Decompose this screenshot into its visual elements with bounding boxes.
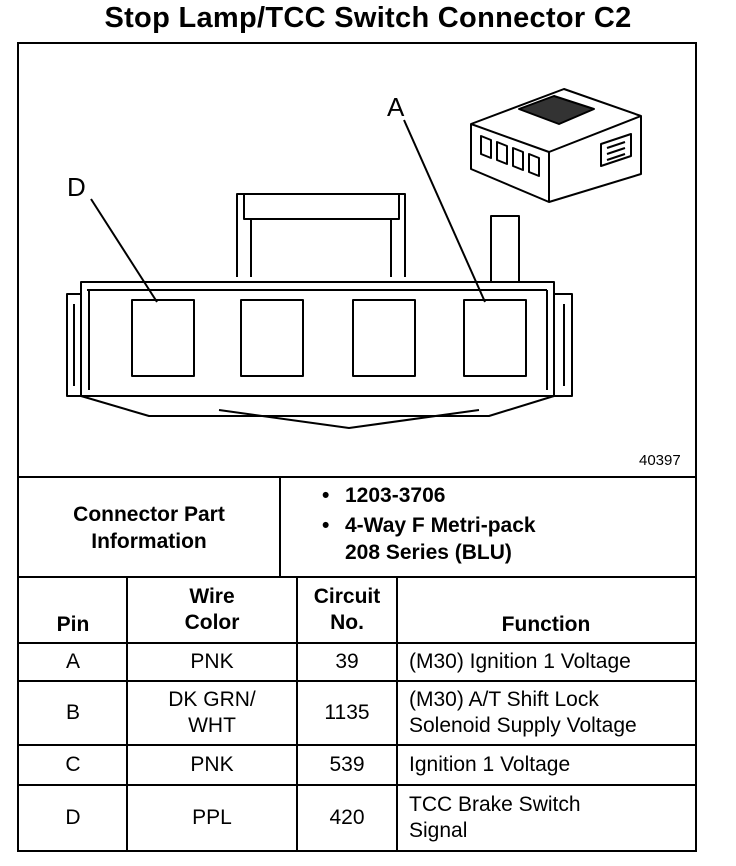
row-b-wire-color-line1: DK GRN/ [168,688,256,711]
divider [19,576,695,578]
connector-info-label-line2: Information [91,530,207,553]
connector-info-label-line1: Connector Part [73,503,225,526]
row-b-pin: B [65,701,80,724]
callout-d-label: D [67,172,86,202]
connector-info-label: Connector Part Information [19,480,279,576]
connector-info-item: • 4-Way F Metri-pack 208 Series (BLU) [319,512,536,566]
connector-series: 208 Series (BLU) [345,541,512,564]
header-circuit-line1: Circuit [313,585,381,608]
row-c-function: Ignition 1 Voltage [409,753,571,776]
row-b-wire-color: DK GRN/ WHT [127,682,297,744]
divider [19,744,695,746]
row-a-function: (M30) Ignition 1 Voltage [409,650,631,673]
row-d-circuit: 420 [329,806,365,829]
connector-frame: D A 40397 Connector Part Information • 1… [17,42,697,852]
header-circuit: Circuit No. [297,578,397,642]
divider [19,476,695,478]
header-wire-color-line2: Color [184,611,240,634]
callout-a-label: A [387,92,405,122]
header-wire-color: Wire Color [127,578,297,642]
divider [396,578,398,850]
row-d-function: TCC Brake Switch Signal [397,786,695,850]
header-circuit-line2: No. [330,611,364,634]
connector-info-item: • 1203-3706 [319,482,536,509]
figure-number: 40397 [639,452,681,469]
row-d-function-line1: TCC Brake Switch [409,793,581,816]
divider [296,578,298,850]
row-b-function-line2: Solenoid Supply Voltage [409,714,637,737]
divider [279,478,281,576]
row-b-function-line1: (M30) A/T Shift Lock [409,688,599,711]
divider [19,680,695,682]
part-number: 1203-3706 [345,484,446,507]
connector-diagram: D A 40397 [19,44,695,478]
row-a-circuit: 39 [335,650,359,673]
header-pin: Pin [56,613,90,636]
page-title: Stop Lamp/TCC Switch Connector C2 [104,2,632,34]
divider [19,642,695,644]
header-wire-color-line1: Wire [189,585,235,608]
row-b-circuit: 1135 [324,701,370,724]
row-b-wire-color-line2: WHT [188,714,236,737]
header-function: Function [501,613,591,636]
connector-type: 4-Way F Metri-pack [345,514,536,537]
divider [19,784,695,786]
row-c-wire-color: PNK [190,753,234,776]
row-d-function-line2: Signal [409,819,468,842]
row-d-pin: D [65,806,81,829]
row-a-wire-color: PNK [190,650,234,673]
connector-info-list: • 1203-3706 • 4-Way F Metri-pack 208 Ser… [319,482,536,569]
row-a-pin: A [65,650,80,673]
row-c-circuit: 539 [329,753,365,776]
connector-drawing [66,88,642,429]
row-c-pin: C [65,753,81,776]
bullet-icon: • [322,514,330,537]
row-d-wire-color: PPL [192,806,232,829]
row-b-function: (M30) A/T Shift Lock Solenoid Supply Vol… [397,682,695,744]
divider [126,578,128,850]
bullet-icon: • [322,484,330,507]
